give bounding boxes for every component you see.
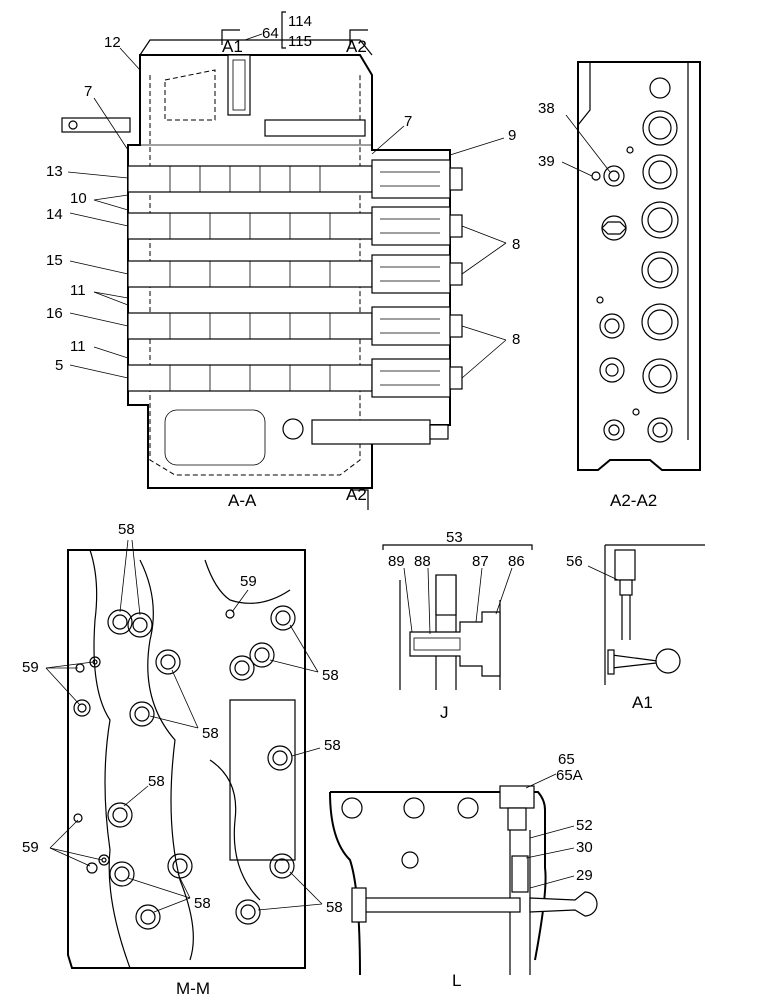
label-65a: 65A	[556, 767, 583, 784]
label-58-left-mid: 58	[148, 773, 165, 790]
a2-ports	[591, 77, 679, 443]
l-knob	[529, 891, 598, 917]
aa-housing-1	[371, 159, 451, 199]
label-14: 14	[46, 206, 63, 223]
caption-aa: A-A	[228, 491, 257, 510]
label-65: 65	[558, 751, 575, 768]
section-mark-a1: A1	[222, 37, 243, 56]
label-115: 115	[288, 33, 312, 50]
aa-housing-5	[371, 358, 451, 398]
label-64: 64	[262, 25, 279, 42]
section-mark-a2-top: A2	[346, 37, 367, 56]
a2-body-outline	[577, 61, 701, 471]
label-59-left-lower: 59	[22, 839, 39, 856]
label-16: 16	[46, 305, 63, 322]
label-59-top: 59	[240, 573, 257, 590]
label-58-bottom: 58	[194, 895, 211, 912]
aa-top-relief-valve	[227, 54, 251, 116]
view-a1: 56 A1	[566, 544, 705, 712]
label-13: 13	[46, 163, 63, 180]
label-30: 30	[576, 839, 593, 856]
label-53: 53	[446, 529, 463, 546]
a1-knob	[655, 648, 681, 674]
view-mm: 58 59 59 58 58 58 58 59 58 58 M-M	[22, 521, 343, 998]
aa-housing-2	[371, 206, 451, 246]
label-86: 86	[508, 553, 525, 570]
caption-j: J	[440, 703, 449, 722]
label-12: 12	[104, 34, 121, 51]
label-5: 5	[55, 357, 63, 374]
aa-housing-4	[371, 306, 451, 346]
section-mark-a2-bottom: A2	[346, 485, 367, 504]
label-59-left-upper: 59	[22, 659, 39, 676]
label-7-left: 7	[84, 83, 92, 100]
label-58-top: 58	[118, 521, 135, 538]
l-shaft	[364, 897, 521, 913]
label-9: 9	[508, 127, 516, 144]
label-15: 15	[46, 252, 63, 269]
label-52: 52	[576, 817, 593, 834]
label-38: 38	[538, 100, 555, 117]
view-aa: 114 115 64 A1 A2 12 7 7 9 13 10 14 8 15 …	[46, 11, 520, 510]
caption-l: L	[452, 971, 461, 990]
label-58-right-upper: 58	[322, 667, 339, 684]
caption-a1: A1	[632, 693, 653, 712]
caption-mm: M-M	[176, 979, 210, 998]
label-10: 10	[70, 190, 87, 207]
mm-holes	[73, 605, 296, 930]
label-29: 29	[576, 867, 593, 884]
label-39: 39	[538, 153, 555, 170]
view-l: 65 65A 52 30 29 L	[329, 751, 598, 990]
a1-cap	[614, 549, 636, 581]
aa-housing-3	[371, 254, 451, 294]
mm-leaders	[45, 539, 323, 913]
label-89: 89	[388, 553, 405, 570]
label-8-lower: 8	[512, 331, 520, 348]
caption-a2a2: A2-A2	[610, 491, 657, 510]
label-114: 114	[288, 13, 312, 30]
view-j: 53 89 88 87 86 J	[382, 529, 533, 722]
l-cap	[499, 785, 535, 809]
aa-spools	[127, 165, 373, 392]
label-88: 88	[414, 553, 431, 570]
label-11-upper: 11	[70, 282, 86, 299]
label-87: 87	[472, 553, 489, 570]
aa-left-plug	[61, 117, 131, 133]
mm-body-outline	[67, 549, 306, 969]
aa-spool-1	[127, 165, 373, 193]
l-body-outline	[329, 791, 547, 976]
label-58-right-bottom: 58	[326, 899, 343, 916]
label-58-mid: 58	[202, 725, 219, 742]
label-8-upper: 8	[512, 236, 520, 253]
label-7-right: 7	[404, 113, 412, 130]
j-plug	[409, 611, 501, 677]
l-spring	[511, 855, 529, 893]
label-56: 56	[566, 553, 583, 570]
aa-leaders	[67, 33, 507, 379]
aa-upper-valve	[264, 119, 366, 137]
j-poppet	[435, 574, 457, 616]
aa-bottom-valve	[311, 419, 431, 445]
label-58-right-mid: 58	[324, 737, 341, 754]
aa-spring-housings	[371, 159, 463, 398]
label-11-lower: 11	[70, 338, 86, 355]
view-a2a2: 38 39 A2-A2	[538, 61, 701, 510]
